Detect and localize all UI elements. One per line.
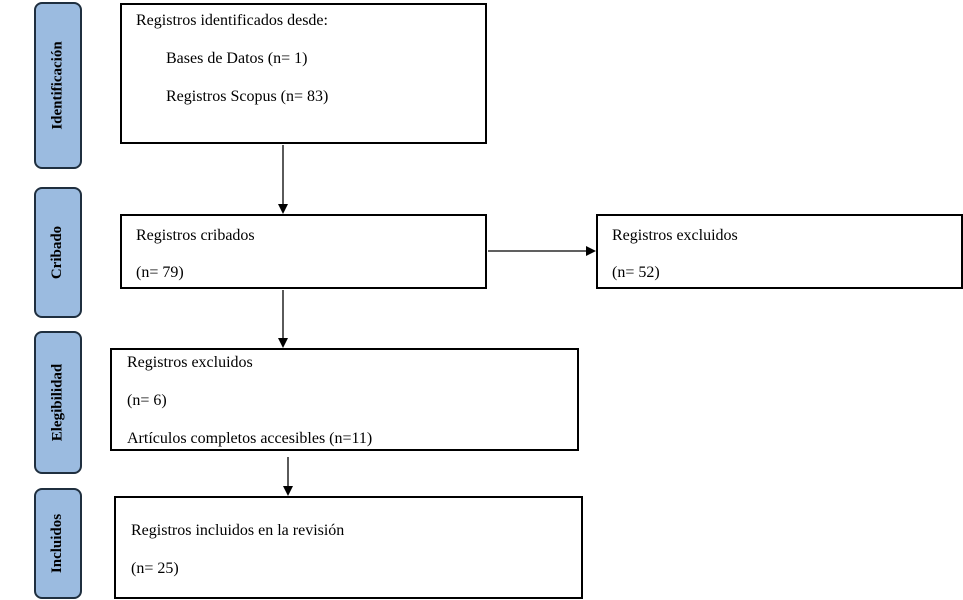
included-title: Registros incluidos en la revisión xyxy=(131,522,345,539)
eligibility-title: Registros excluidos xyxy=(127,354,253,371)
screened-title: Registros cribados xyxy=(136,227,255,244)
phase-incluidos: Incluidos xyxy=(34,488,82,599)
excluded-screening-count: (n= 52) xyxy=(612,264,660,281)
included-count: (n= 25) xyxy=(131,560,179,577)
eligibility-note: Artículos completos accesibles (n=11) xyxy=(127,430,373,447)
screened-count: (n= 79) xyxy=(136,264,184,281)
phase-cribado: Cribado xyxy=(34,187,82,318)
phase-elegibilidad: Elegibilidad xyxy=(34,331,82,474)
excluded-screening-box: Registros excluidos (n= 52) xyxy=(596,214,963,289)
phase-identificacion: Identificación xyxy=(34,2,82,169)
identified-title: Registros identificados desde: xyxy=(136,12,328,29)
identified-scopus: Registros Scopus (n= 83) xyxy=(166,88,329,105)
screened-records-box: Registros cribados (n= 79) xyxy=(120,214,487,289)
excluded-screening-title: Registros excluidos xyxy=(612,227,738,244)
identified-databases: Bases de Datos (n= 1) xyxy=(166,50,308,67)
eligibility-box: Registros excluidos (n= 6) Artículos com… xyxy=(110,348,579,451)
identified-records-box: Registros identificados desde: Bases de … xyxy=(120,3,487,144)
eligibility-count: (n= 6) xyxy=(127,392,167,409)
included-records-box: Registros incluidos en la revisión (n= 2… xyxy=(114,496,583,599)
